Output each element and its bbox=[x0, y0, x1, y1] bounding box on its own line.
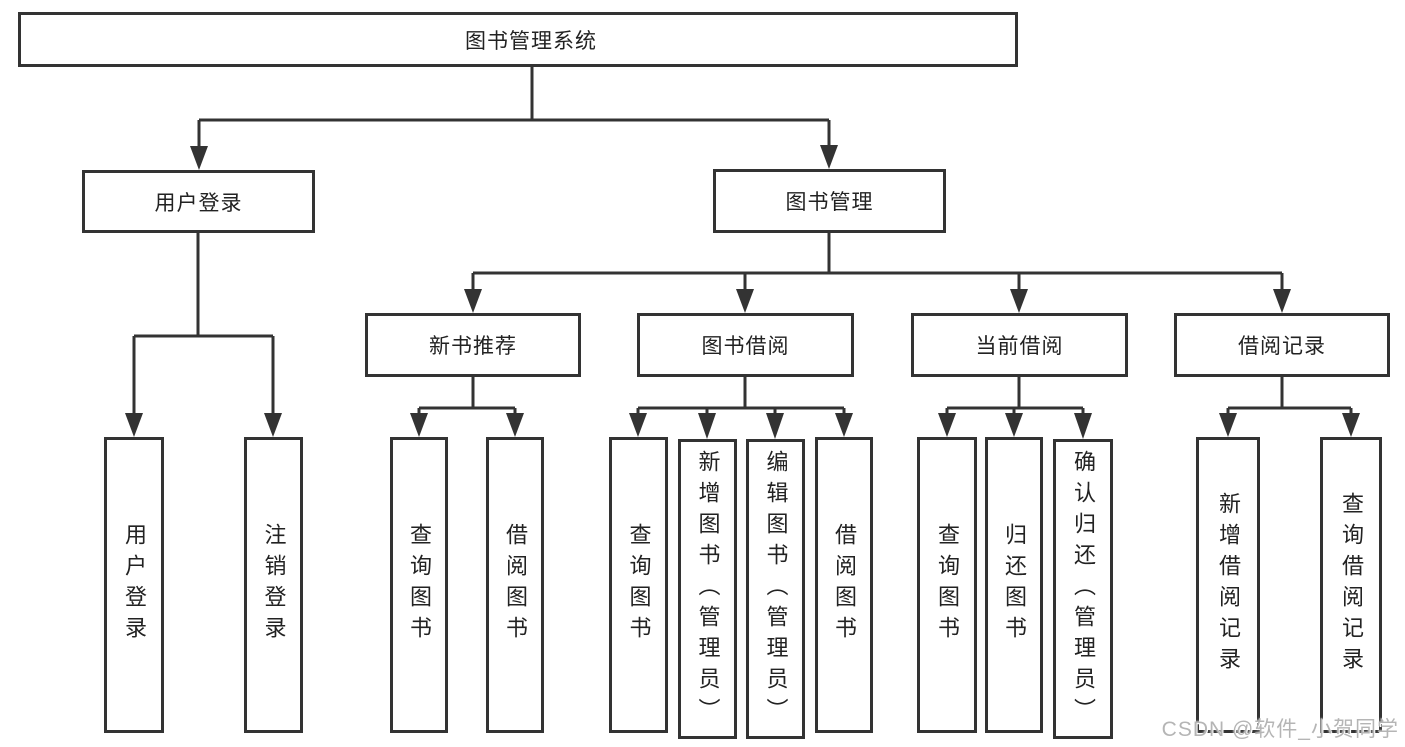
node-current-borrow: 当前借阅 bbox=[911, 313, 1128, 377]
leaf-logout-label: 注销登录 bbox=[261, 523, 287, 647]
leaf-confirm-return-admin-label: 确认归还（管理员） bbox=[1071, 449, 1096, 729]
leaf-logout: 注销登录 bbox=[244, 437, 303, 733]
leaf-user-login: 用户登录 bbox=[104, 437, 164, 733]
node-new-book-recommend: 新书推荐 bbox=[365, 313, 581, 377]
leaf-query-borrow-record: 查询借阅记录 bbox=[1320, 437, 1382, 733]
connector-book-management-to-level2 bbox=[471, 233, 1284, 306]
leaf-add-borrow-record-label: 新增借阅记录 bbox=[1216, 492, 1241, 678]
connector-user-login-to-children bbox=[132, 233, 275, 430]
leaf-edit-book-admin-label: 编辑图书（管理员） bbox=[763, 449, 789, 729]
leaf-query-books-recommend: 查询图书 bbox=[390, 437, 448, 733]
leaf-borrow-books-recommend: 借阅图书 bbox=[486, 437, 544, 733]
leaf-query-books-borrow-label: 查询图书 bbox=[626, 523, 652, 647]
leaf-query-books-current-label: 查询图书 bbox=[935, 523, 960, 647]
leaf-user-login-label: 用户登录 bbox=[122, 523, 147, 647]
leaf-edit-book-admin: 编辑图书（管理员） bbox=[746, 439, 805, 739]
node-book-borrow: 图书借阅 bbox=[637, 313, 854, 377]
connector-root-to-level1 bbox=[197, 67, 831, 162]
leaf-return-books-label: 归还图书 bbox=[1002, 523, 1027, 647]
leaf-query-books-current: 查询图书 bbox=[917, 437, 977, 733]
leaf-borrow-books-recommend-label: 借阅图书 bbox=[503, 523, 528, 647]
leaf-confirm-return-admin: 确认归还（管理员） bbox=[1053, 439, 1113, 739]
connector-current-borrow-to-children bbox=[945, 377, 1085, 430]
leaf-query-borrow-record-label: 查询借阅记录 bbox=[1339, 492, 1364, 678]
leaf-add-borrow-record: 新增借阅记录 bbox=[1196, 437, 1260, 733]
leaf-return-books: 归还图书 bbox=[985, 437, 1043, 733]
leaf-add-book-admin: 新增图书（管理员） bbox=[678, 439, 737, 739]
leaf-query-books-recommend-label: 查询图书 bbox=[407, 523, 432, 647]
connector-borrow-records-to-children bbox=[1226, 377, 1353, 430]
leaf-add-book-admin-label: 新增图书（管理员） bbox=[695, 449, 721, 729]
connector-new-book-recommend-to-children bbox=[417, 377, 517, 430]
node-root-system: 图书管理系统 bbox=[18, 12, 1018, 67]
node-borrow-records: 借阅记录 bbox=[1174, 313, 1390, 377]
csdn-watermark: CSDN @软件_小贺同学 bbox=[1161, 718, 1399, 741]
leaf-borrow-books-borrow-label: 借阅图书 bbox=[832, 523, 857, 647]
leaf-query-books-borrow: 查询图书 bbox=[609, 437, 668, 733]
node-user-login: 用户登录 bbox=[82, 170, 315, 233]
node-book-management: 图书管理 bbox=[713, 169, 946, 233]
connector-book-borrow-to-children bbox=[636, 377, 846, 430]
leaf-borrow-books-borrow: 借阅图书 bbox=[815, 437, 873, 733]
